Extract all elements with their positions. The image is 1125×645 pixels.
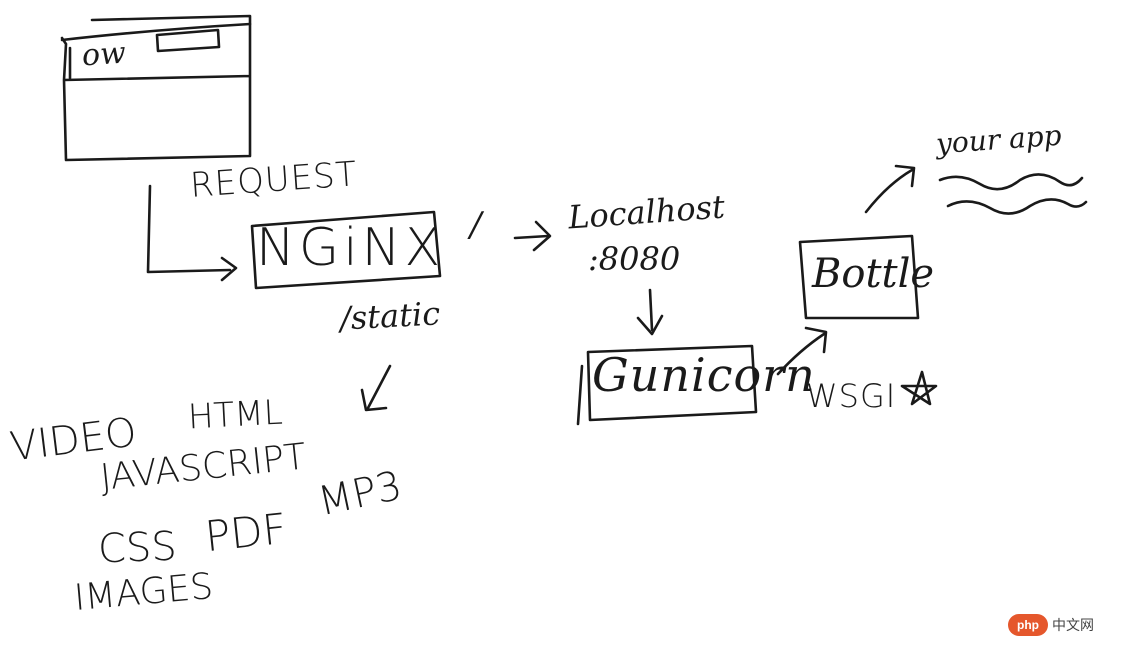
request-path-line [146,184,232,274]
nginx-box [250,210,442,290]
static-arrow-head [360,388,388,412]
bottle-box [798,234,920,320]
static-arrow-line [366,364,392,410]
star-icon [900,370,938,406]
browser-window-frame [60,14,252,162]
browser-window-address-bar [155,28,221,53]
wsgi-label: WSGI [806,377,897,415]
gunicorn-label: Gunicorn [592,348,816,402]
static-route-label: /static [339,294,442,338]
your-app-arrow-head [894,164,916,188]
nginx-label: NGiNX [256,218,445,278]
bottle-label: Bottle [812,251,935,297]
watermark-text: 中文网 [1052,618,1094,634]
browser-window-title: ow [80,35,127,74]
gunicorn-box [576,344,758,426]
browser-window-top-edge [60,22,252,42]
port-label: :8080 [588,240,681,278]
bottle-arrow-head [804,326,828,354]
root-route-label: / [470,205,482,245]
gunicorn-arrow-head [636,314,664,336]
your-app-label: your app [934,118,1063,161]
asset-pdf: PDF [202,503,290,562]
asset-html: HTML [187,392,284,438]
localhost-arrow-line [513,234,550,240]
your-app-arrow-line [864,168,914,214]
watermark-logo: php [1008,614,1048,636]
your-app-squiggle-2 [946,198,1088,215]
request-arrow-head [220,256,238,282]
gunicorn-arrow-line [648,288,654,332]
localhost-arrow-head [532,220,552,252]
asset-css: CSS [97,523,178,573]
localhost-label: Localhost [566,187,727,237]
bottle-arrow-line [776,332,826,376]
watermark: php 中文网 [1008,613,1094,637]
your-app-squiggle-1 [938,173,1084,191]
